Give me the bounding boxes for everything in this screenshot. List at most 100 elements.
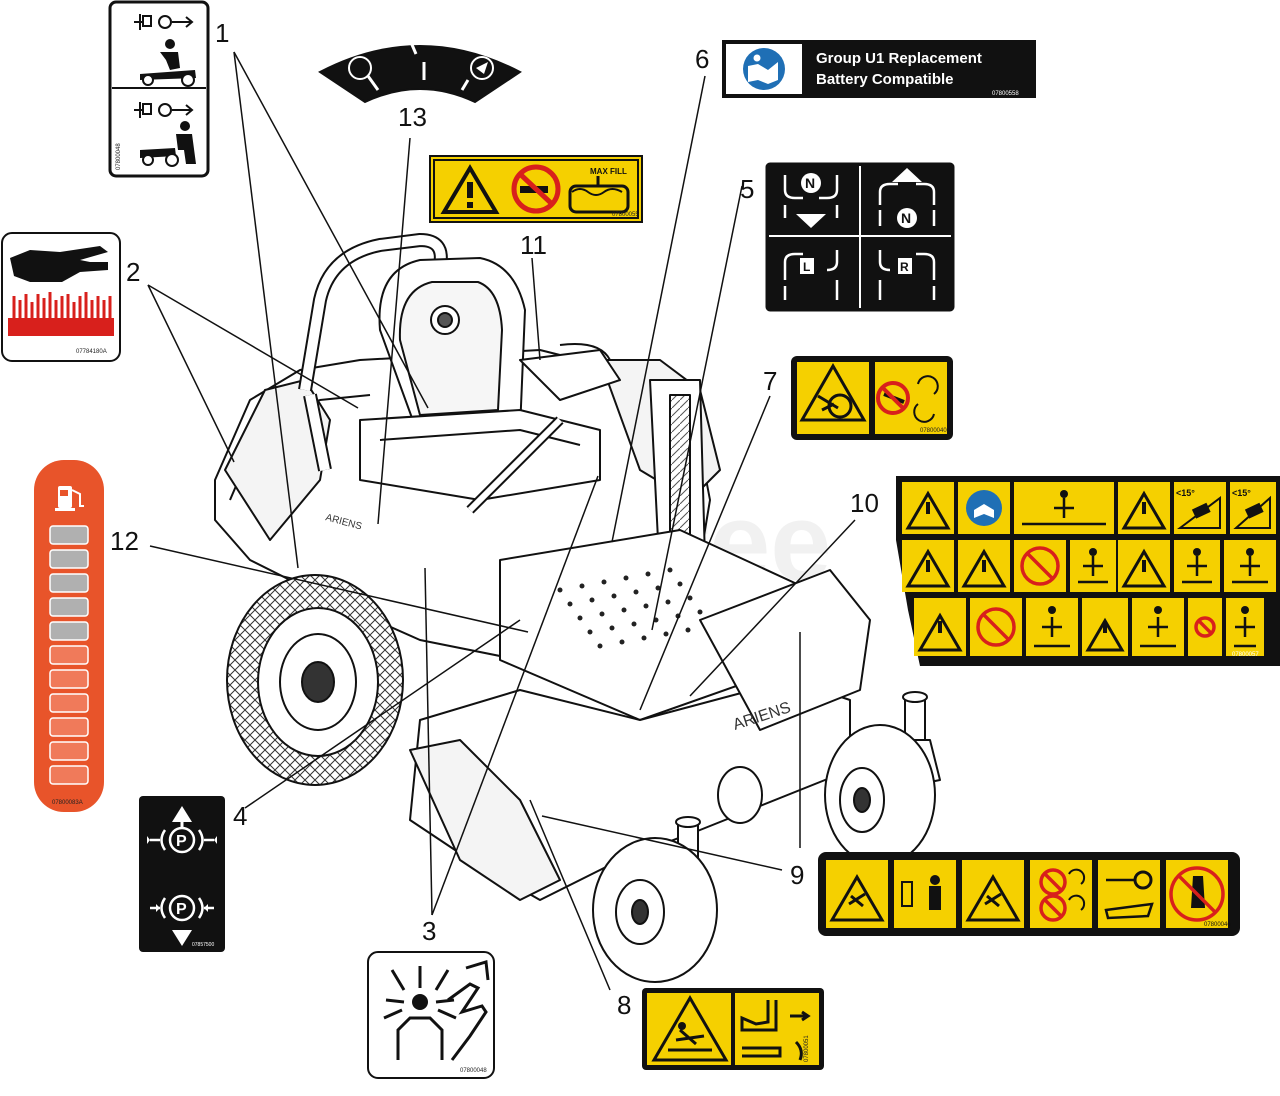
mower-safety-pictogram <box>1098 860 1160 928</box>
fuel-level-segment <box>49 645 89 665</box>
footplate-hole <box>623 575 629 581</box>
callout-3: 3 <box>422 916 436 946</box>
footplate-hole <box>685 627 691 633</box>
fuel-gauge-code: 07800083A <box>52 800 83 806</box>
footplate-hole <box>601 579 607 585</box>
footplate-hole <box>633 589 639 595</box>
safety-pictogram <box>970 598 1022 656</box>
fuel-level-segment <box>49 669 89 689</box>
prohibition-icon <box>1020 546 1060 586</box>
footplate-hole <box>567 601 573 607</box>
footplate-hole <box>597 643 603 649</box>
warning-triangle-icon <box>651 995 729 1062</box>
fuel-level-segment <box>49 549 89 569</box>
decal-seat-switch: 07800048 <box>108 0 210 178</box>
callout-2: 2 <box>126 257 140 287</box>
no-smoking-icon <box>511 164 561 214</box>
slope-left-label: <15° <box>1176 488 1195 498</box>
safety-pictogram <box>1026 598 1078 656</box>
hot-surface-icon <box>12 292 112 318</box>
safety-pictogram <box>1226 598 1264 656</box>
safety-pictogram <box>902 482 954 534</box>
decal-fuel-fill: MAX FILL 07800055 <box>429 155 643 223</box>
fuel-fill-code: 07800055 <box>612 212 639 218</box>
rider-standing-icon <box>140 121 196 167</box>
parking-brake-icon <box>150 826 214 922</box>
decal-mower-safety: 07800046 <box>818 852 1240 936</box>
thrown-object-icon <box>383 960 490 1061</box>
hot-surface-code: 07784180A <box>76 349 107 355</box>
footplate-hole <box>611 593 617 599</box>
safety-pictogram <box>958 482 1010 534</box>
hand-icon <box>10 246 108 282</box>
callout-8: 8 <box>617 990 631 1020</box>
footplate-hole <box>579 583 585 589</box>
slope-right-label: <15° <box>1232 488 1251 498</box>
callout-13: 13 <box>398 102 427 132</box>
decal-parking-brake: P P 07857500 <box>139 796 225 952</box>
battery-line-1: Group U1 Replacement <box>816 50 982 67</box>
mower-safety-pictogram <box>962 860 1024 928</box>
footplate-hole <box>665 599 671 605</box>
decal-battery: Group U1 Replacement Battery Compatible … <box>722 40 1036 98</box>
footplate-hole <box>599 611 605 617</box>
fuel-level-segment <box>49 597 89 617</box>
safety-pictogram <box>958 540 1010 592</box>
decal-fuel-gauge: 07800083A <box>34 460 104 812</box>
rider-seated-icon <box>140 39 196 87</box>
callout-5: 5 <box>740 174 754 204</box>
svg-text:R: R <box>900 260 909 274</box>
safety-large-code: 07800057 <box>1232 652 1259 658</box>
footplate-hole <box>609 625 615 631</box>
mower-safety-pictogram <box>894 860 956 928</box>
fuel-level-segment <box>49 573 89 593</box>
footplate-hole <box>631 621 637 627</box>
mower-safety-pictogram <box>1030 860 1092 928</box>
callout-7: 7 <box>763 366 777 396</box>
footplate-hole <box>645 571 651 577</box>
footplate-hole <box>667 567 673 573</box>
decal-blade-warning: 07800051 <box>642 988 824 1070</box>
foot-pedal-icon <box>740 1000 811 1061</box>
slow-icon <box>348 56 380 91</box>
decal-hot-surface: 07784180A <box>1 232 121 362</box>
decal-safety-large: <15° <15° 07800057 <box>896 476 1280 666</box>
prohibition-icon <box>1169 866 1225 922</box>
mower-safety-pictogram <box>826 860 888 928</box>
decal-seat-switch-code: 07800048 <box>116 143 122 170</box>
footplate-hole <box>557 587 563 593</box>
callout-9: 9 <box>790 860 804 890</box>
safety-pictogram <box>1014 482 1114 534</box>
svg-text:P: P <box>176 901 187 918</box>
callout-12: 12 <box>110 526 139 556</box>
fuel-level-segment <box>49 525 89 545</box>
fuel-level-segment <box>49 693 89 713</box>
footplate-hole <box>655 585 661 591</box>
safety-pictogram <box>1230 482 1276 534</box>
svg-text:P: P <box>176 833 187 850</box>
callout-10: 10 <box>850 488 879 518</box>
fuel-level-segment <box>49 765 89 785</box>
parking-brake-code: 07857500 <box>192 942 214 948</box>
prohibition-icon <box>1194 616 1216 638</box>
callout-11: 11 <box>520 230 547 260</box>
prohibition-icon <box>976 607 1016 647</box>
prohibition-icon <box>1039 868 1067 896</box>
mower-safety-code: 07800046 <box>1204 922 1231 928</box>
deflector-code: 07800048 <box>460 1068 487 1074</box>
pinch-point-code: 07800040 <box>920 428 947 434</box>
footplate-hole <box>643 603 649 609</box>
battery-line-2: Battery Compatible <box>816 71 954 88</box>
decal-pinch-point: 07800040 <box>791 356 953 440</box>
battery-code: 07800558 <box>992 91 1019 97</box>
safety-pictogram <box>1014 540 1066 592</box>
safety-pictogram <box>902 540 954 592</box>
footplate-hole <box>687 595 693 601</box>
safety-pictogram <box>1118 540 1170 592</box>
fuel-level-segment <box>49 621 89 641</box>
safety-pictogram <box>1224 540 1276 592</box>
footplate-hole <box>663 631 669 637</box>
footplate-hole <box>621 607 627 613</box>
svg-text:N: N <box>805 175 815 191</box>
